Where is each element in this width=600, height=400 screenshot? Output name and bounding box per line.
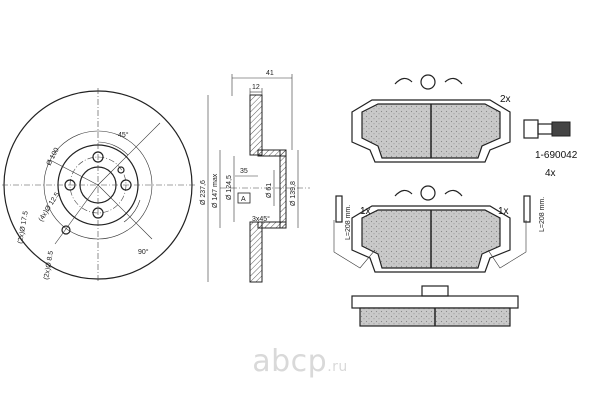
angle-top-label: 45° bbox=[118, 131, 129, 139]
caliper-bolt: 1-690042 4x bbox=[523, 119, 578, 179]
thickness-label: 12 bbox=[252, 84, 260, 91]
datum-label: A bbox=[241, 196, 246, 203]
watermark-name: abcp bbox=[252, 344, 328, 379]
side-spring bbox=[421, 285, 449, 297]
pin-hole bbox=[61, 225, 71, 235]
lower-right-qty: 1x bbox=[498, 206, 509, 217]
bolt-head bbox=[523, 119, 539, 139]
center-bore-label: Ø 61 bbox=[266, 183, 273, 198]
section-ring-top bbox=[249, 94, 263, 156]
angle-arc-bottom bbox=[123, 199, 141, 223]
bolt-hole bbox=[92, 207, 104, 219]
small-hole-label: (2x)Ø 8.5 bbox=[43, 250, 55, 280]
lower-brake-pad: 1x 1x L=208 mm. L=208 mm. bbox=[333, 185, 546, 273]
pin-hole bbox=[117, 166, 125, 174]
pad-side-view bbox=[351, 285, 519, 327]
sensor-connector-left bbox=[335, 195, 343, 223]
pin-hole-label: (2x)Ø 17.5 bbox=[17, 210, 30, 244]
spring-clip bbox=[420, 74, 436, 90]
sensor-length-right: L=208 mm. bbox=[539, 197, 546, 232]
upper-brake-pad: 2x bbox=[351, 74, 511, 163]
lower-left-qty: 1x bbox=[360, 206, 371, 217]
angle-arc-top bbox=[97, 141, 129, 156]
anti-rattle-spring bbox=[394, 189, 463, 197]
side-backing-plate bbox=[351, 295, 519, 309]
leader-line bbox=[49, 159, 99, 186]
anti-rattle-spring bbox=[394, 77, 463, 85]
hub-depth-label: 35 bbox=[240, 168, 248, 175]
bolt-shank bbox=[537, 123, 553, 135]
bolt-hole-label: (4x)Ø 12.5 bbox=[38, 191, 62, 223]
watermark-tld: .ru bbox=[327, 359, 348, 375]
sensor-length-left: L=208 mm. bbox=[345, 205, 352, 240]
datum-box bbox=[237, 192, 251, 204]
hub-diameter-label: Ø 139,8 bbox=[290, 181, 297, 206]
outer-diameter-label: Ø 237,6 bbox=[200, 180, 207, 205]
section-ring-bottom bbox=[249, 221, 263, 283]
angle-ray bbox=[97, 184, 153, 240]
chamfer-label: 3x45° bbox=[252, 215, 270, 223]
bolt-circle-label: Ø 100 bbox=[46, 147, 61, 167]
bore-diameter-label: Ø 124,5 bbox=[226, 175, 233, 200]
section-hub-face bbox=[279, 149, 287, 229]
bolt-part-number: 1-690042 bbox=[535, 150, 578, 161]
bolt-thread bbox=[551, 121, 571, 137]
pad-backing-plate bbox=[351, 205, 511, 273]
disc-section-view: 41 12 35 Ø 237,6 Ø 147 max Ø 124,5 Ø 61 … bbox=[200, 70, 310, 283]
disc-front-view: 45° 90° Ø 100 (4x)Ø 12.5 (2x)Ø 17.5 (2x)… bbox=[2, 88, 196, 282]
pad-backing-plate bbox=[351, 99, 511, 163]
angle-bottom-label: 90° bbox=[138, 248, 149, 256]
bolt-qty: 4x bbox=[545, 168, 556, 179]
sensor-connector-right bbox=[523, 195, 531, 223]
max-diameter-label: Ø 147 max bbox=[212, 173, 219, 208]
offset-total-label: 41 bbox=[266, 70, 274, 77]
watermark: abcp.ru bbox=[0, 344, 600, 379]
wear-sensor-wire bbox=[333, 220, 527, 269]
angle-ray bbox=[97, 122, 161, 186]
upper-pad-qty: 2x bbox=[500, 94, 511, 105]
spring-clip bbox=[420, 185, 436, 201]
leader-line bbox=[54, 184, 99, 245]
